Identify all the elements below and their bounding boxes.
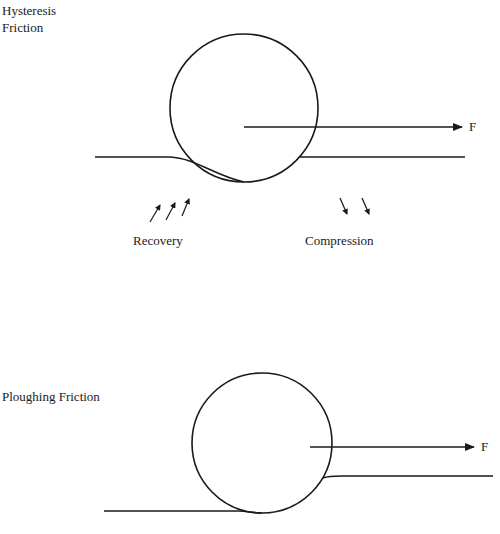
surface-compression [300, 156, 465, 158]
force-label: F [469, 118, 489, 135]
section-title: Ploughing Friction [2, 388, 162, 405]
compression-arrow [362, 198, 369, 214]
recovery-arrow [166, 203, 175, 220]
unploughed-surface [323, 476, 493, 478]
ball [192, 373, 332, 513]
region-label: Recovery [133, 232, 213, 249]
region-label: Compression [305, 232, 405, 249]
section-title: Hysteresis Friction [2, 2, 72, 36]
recovery-arrow [182, 199, 189, 216]
ball [170, 34, 318, 182]
force-arrow [244, 126, 462, 128]
ploughed-surface [104, 511, 262, 513]
recovery-arrow [150, 205, 160, 222]
force-arrow [310, 446, 474, 448]
compression-arrow [340, 198, 347, 214]
force-label: F [481, 438, 497, 455]
surface-recovery [95, 157, 244, 182]
